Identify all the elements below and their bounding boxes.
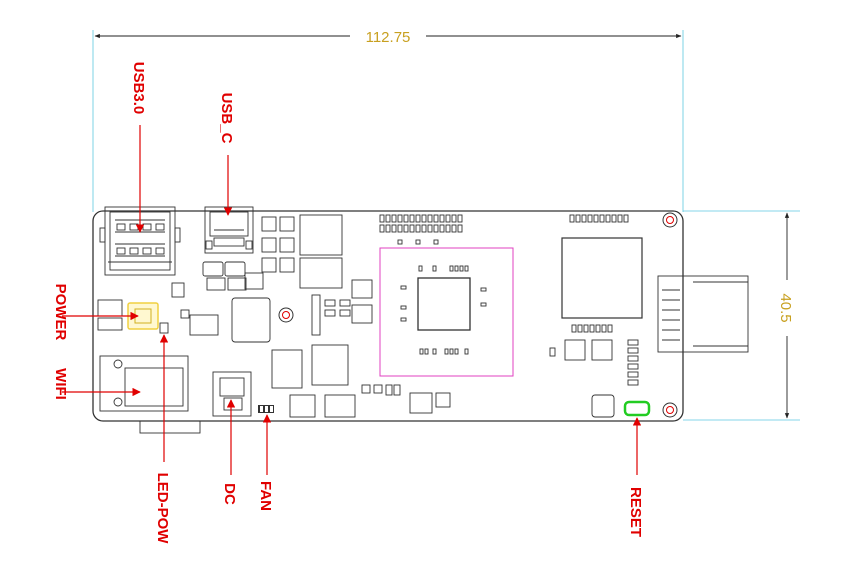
callout-led-pow: LED-POW (154, 334, 171, 545)
mounting-hole-top-right (662, 212, 678, 228)
dc-jack (212, 371, 252, 417)
edge-connector-right (657, 275, 749, 353)
callout-fan: FAN (257, 414, 274, 511)
header-row-top (379, 214, 463, 245)
label-wifi: WIFI (52, 368, 69, 400)
callout-power: POWER (52, 284, 139, 341)
fan-connector (258, 405, 274, 413)
callout-wifi: WIFI (52, 368, 141, 400)
component-cluster-top-left (202, 214, 343, 291)
label-fan: FAN (257, 481, 274, 511)
callout-usb3: USB3.0 (130, 62, 147, 233)
wifi-module (99, 355, 201, 434)
emmc-chip (561, 237, 643, 319)
callout-dc: DC (221, 399, 238, 505)
height-dimension: 40.5 (683, 210, 800, 421)
mounting-hole-center (278, 307, 294, 323)
component-cluster-middle (171, 272, 451, 418)
mounting-hole-bottom-right (662, 402, 678, 418)
callout-usbc: USB_C (218, 93, 235, 216)
soc-chip (417, 277, 471, 331)
label-led-pow: LED-POW (154, 473, 171, 545)
label-usb3: USB3.0 (130, 62, 147, 115)
component-cluster-right (549, 214, 643, 418)
label-dc: DC (221, 483, 238, 505)
board-outline (92, 210, 684, 422)
height-dimension-label: 40.5 (777, 293, 794, 322)
width-dimension: 112.75 (92, 29, 684, 212)
label-usbc: USB_C (218, 93, 235, 144)
soc-area (379, 247, 514, 377)
label-reset: RESET (627, 487, 644, 537)
width-dimension-label: 112.75 (366, 29, 411, 46)
callout-reset: RESET (627, 417, 644, 537)
soc-keepout-outline (379, 247, 514, 377)
reset-button (623, 400, 651, 417)
pcb-board (92, 210, 684, 422)
label-power: POWER (52, 284, 69, 341)
